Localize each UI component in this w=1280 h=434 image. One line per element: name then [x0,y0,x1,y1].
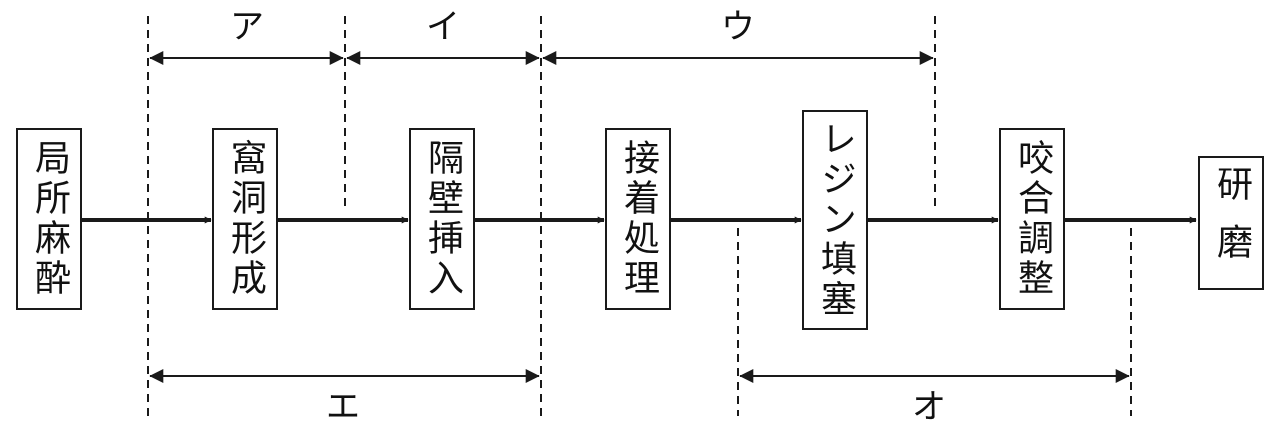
step-matrix-insertion: 隔壁挿入 [409,128,475,310]
step-label: レジン填塞 [815,120,856,320]
step-occlusal-adjustment: 咬合調整 [999,128,1065,310]
step-label: 隔壁挿入 [422,139,463,299]
range-label-u: ウ [721,7,755,47]
step-label: 研磨 [1211,165,1252,281]
step-label: 局所麻酔 [29,139,70,299]
step-bonding-treatment: 接着処理 [605,128,671,310]
range-label-e: エ [326,387,360,427]
range-label-o: オ [912,387,946,427]
step-resin-filling: レジン填塞 [802,110,868,330]
step-local-anesthesia: 局所麻酔 [16,128,82,310]
step-label: 窩洞形成 [225,139,266,299]
step-label: 接着処理 [618,139,659,299]
range-label-i: イ [426,7,460,47]
step-label: 咬合調整 [1012,139,1053,299]
range-label-a: ア [230,7,264,47]
step-polishing: 研磨 [1198,156,1264,290]
step-cavity-preparation: 窩洞形成 [212,128,278,310]
